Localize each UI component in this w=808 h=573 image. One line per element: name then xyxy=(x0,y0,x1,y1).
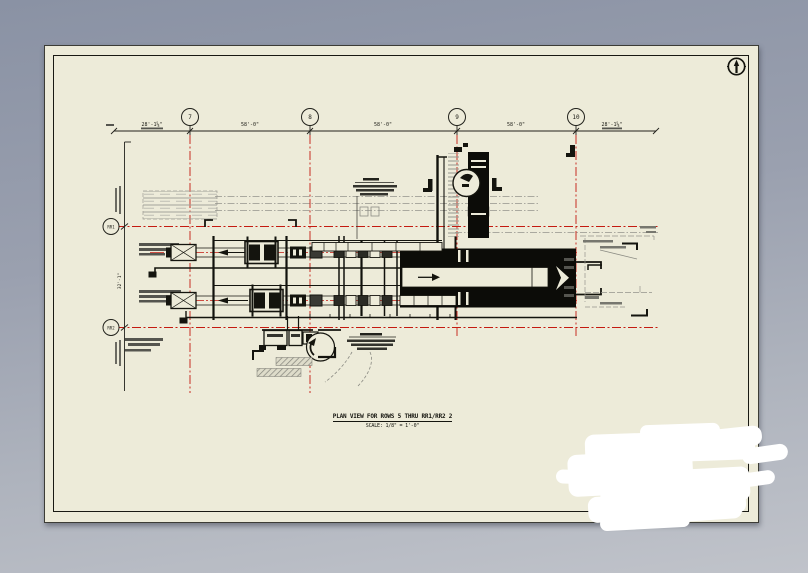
sheet-border xyxy=(53,55,749,512)
view-scale: SCALE: 1/8" = 1'-0" xyxy=(365,423,420,429)
right-annotations xyxy=(564,226,656,308)
svg-text:7: 7 xyxy=(188,114,192,121)
svg-text:58'-0": 58'-0" xyxy=(374,122,392,128)
left-dimension: 32'-1" xyxy=(115,186,123,366)
lower-equipment-group xyxy=(252,316,341,377)
column-centerlines xyxy=(116,135,659,393)
svg-text:9: 9 xyxy=(455,114,459,121)
svg-text:58'-0": 58'-0" xyxy=(507,122,525,128)
grid-column-bubbles: 7 8 9 10 xyxy=(181,108,585,135)
svg-text:10: 10 xyxy=(572,114,580,121)
svg-text:8: 8 xyxy=(308,114,312,121)
top-dimension-line xyxy=(110,127,660,135)
svg-text:28'-1⅝": 28'-1⅝" xyxy=(141,121,162,128)
note-upper xyxy=(353,178,397,239)
view-title: PLAN VIEW FOR ROWS 5 THRU RR1/RR2 2 xyxy=(332,413,453,422)
phantom-equipment xyxy=(142,190,658,233)
svg-text:58'-0": 58'-0" xyxy=(241,122,259,128)
left-column-line xyxy=(120,141,131,391)
boiler-duct xyxy=(311,242,648,317)
note-lower xyxy=(324,333,396,388)
north-arrow-icon xyxy=(726,56,747,77)
view-title-block: PLAN VIEW FOR ROWS 5 THRU RR1/RR2 2 SCAL… xyxy=(300,403,485,429)
svg-text:RR2: RR2 xyxy=(107,325,115,330)
stack-assembly xyxy=(423,143,575,238)
svg-text:RR1: RR1 xyxy=(107,224,115,229)
svg-text:28'-1⅝": 28'-1⅝" xyxy=(601,121,622,128)
equipment-train-2 xyxy=(166,284,400,317)
svg-text:32'-1": 32'-1" xyxy=(117,273,123,289)
top-dimension-labels: 28'-1⅝" 58'-0" 58'-0" 58'-0" 28'-1⅝" xyxy=(106,121,623,130)
grid-row-bubbles: RR1 RR2 xyxy=(102,218,120,336)
platform-lines xyxy=(148,219,577,324)
annotation-smudges xyxy=(125,243,181,352)
